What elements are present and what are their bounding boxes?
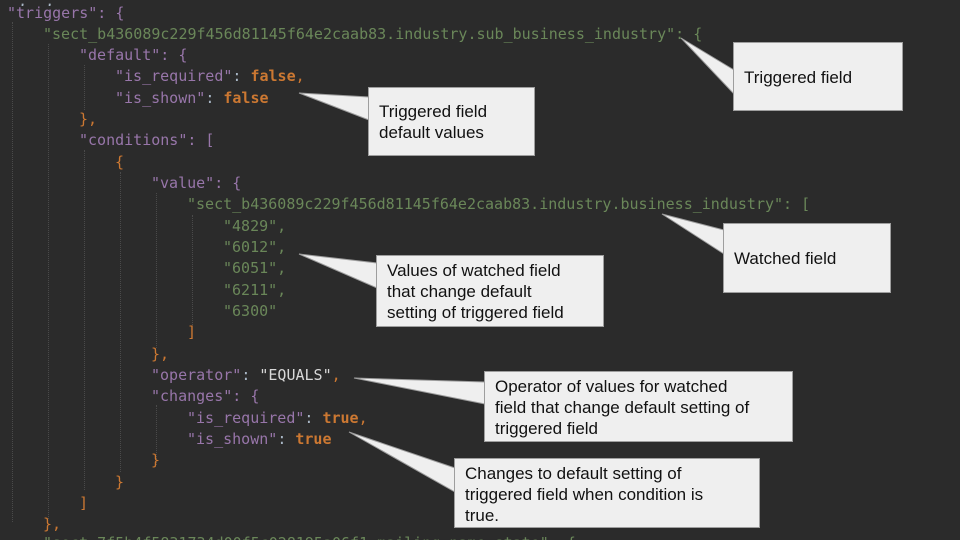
json-string: "6051", xyxy=(223,259,287,277)
code-line: "triggers": { xyxy=(7,3,124,24)
callout-text: default values xyxy=(379,123,484,142)
code-line: "is_required": false, xyxy=(115,66,305,87)
json-punctuation: ] xyxy=(79,494,89,512)
code-line: }, xyxy=(79,109,97,130)
cropped-code-line-bottom: "sect_7f5b4f5831734d00f5c028195a06f1 mai… xyxy=(43,533,603,540)
indent-guide xyxy=(192,215,193,325)
indent-guide xyxy=(84,150,85,490)
code-line: "4829", xyxy=(223,216,286,237)
callout-text: Operator of values for watched xyxy=(495,377,728,396)
indent-guide xyxy=(156,405,157,465)
callout-changes: Changes to default setting of triggered … xyxy=(454,458,760,528)
callout-default-values: Triggered field default values xyxy=(368,87,535,156)
callout-watched-field: Watched field xyxy=(723,223,891,293)
json-key: "is_shown": false xyxy=(115,89,269,107)
callout-text: Triggered field xyxy=(744,68,853,87)
json-key: "default": { xyxy=(79,46,188,64)
code-line: "value": { xyxy=(151,173,241,194)
callout-text: Watched field xyxy=(734,249,837,268)
code-line: "conditions": [ xyxy=(79,130,214,151)
json-punctuation: { xyxy=(115,153,125,171)
json-key: "conditions": [ xyxy=(79,131,215,149)
code-line: }, xyxy=(151,344,169,365)
code-line: "6300" xyxy=(223,301,277,322)
json-string: "6211", xyxy=(223,281,287,299)
json-key: "is_required": false, xyxy=(115,67,305,85)
json-punctuation: } xyxy=(151,451,161,469)
indent-guide xyxy=(84,65,85,110)
callout-text: triggered field when condition is xyxy=(465,485,704,504)
json-boolean: true xyxy=(295,430,332,448)
callout-text: triggered field xyxy=(495,419,599,438)
json-key: "changes": { xyxy=(151,387,260,405)
code-line: "6211", xyxy=(223,280,286,301)
callout-text: setting of triggered field xyxy=(387,303,564,322)
indent-guide xyxy=(120,172,121,472)
json-key: "is_required": true, xyxy=(187,409,368,427)
json-punctuation: }, xyxy=(151,345,170,363)
code-line: "is_shown": false xyxy=(115,88,269,109)
indent-guide xyxy=(48,44,49,519)
json-string: "EQUALS" xyxy=(259,366,332,384)
code-line: "operator": "EQUALS", xyxy=(151,365,341,386)
code-line: "is_required": true, xyxy=(187,408,368,429)
json-punctuation: } xyxy=(115,473,125,491)
code-line: "sect_b436089c229f456d81145f64e2caab83.i… xyxy=(43,24,702,45)
callout-triggered-field: Triggered field xyxy=(733,42,903,111)
json-key: "sect_b436089c229f456d81145f64e2caab83.i… xyxy=(187,195,811,213)
json-string: "4829", xyxy=(223,217,287,235)
json-string: "6300" xyxy=(223,302,278,320)
code-line: } xyxy=(115,472,124,493)
indent-guide xyxy=(12,22,13,522)
code-line: ] xyxy=(187,322,196,343)
callout-operator: Operator of values for watched field tha… xyxy=(484,371,793,442)
json-key: "is_shown": true xyxy=(187,430,332,448)
json-key: "triggers": { xyxy=(7,4,125,22)
json-key: "sect_b436089c229f456d81145f64e2caab83.i… xyxy=(43,25,703,43)
callout-text: Triggered field xyxy=(379,102,488,121)
code-line: { xyxy=(115,152,124,173)
callout-text: Changes to default setting of xyxy=(465,464,682,483)
code-line: "sect_b436089c229f456d81145f64e2caab83.i… xyxy=(187,194,810,215)
callout-text: Values of watched field xyxy=(387,261,561,280)
json-punctuation: }, xyxy=(43,515,62,533)
json-boolean: true xyxy=(322,409,359,427)
json-punctuation: }, xyxy=(79,110,98,128)
cropped-code-line-top: , , xyxy=(0,0,600,6)
code-line: }, xyxy=(43,514,61,535)
callout-text: field that change default setting of xyxy=(495,398,750,417)
code-line: "changes": { xyxy=(151,386,259,407)
callout-text: true. xyxy=(465,506,500,525)
code-line: ] xyxy=(79,493,88,514)
json-boolean: false xyxy=(250,67,296,85)
json-string: "6012", xyxy=(223,238,287,256)
code-line: } xyxy=(151,450,160,471)
code-line: "is_shown": true xyxy=(187,429,332,450)
code-line: "6012", xyxy=(223,237,286,258)
json-punctuation: ] xyxy=(187,323,197,341)
json-key: "operator": "EQUALS", xyxy=(151,366,341,384)
json-key: "value": { xyxy=(151,174,242,192)
indent-guide xyxy=(156,193,157,348)
callout-text: that change default xyxy=(387,282,532,301)
callout-watched-values: Values of watched field that change defa… xyxy=(376,255,604,327)
code-line: "default": { xyxy=(79,45,187,66)
code-line: "6051", xyxy=(223,258,286,279)
json-boolean: false xyxy=(223,89,269,107)
